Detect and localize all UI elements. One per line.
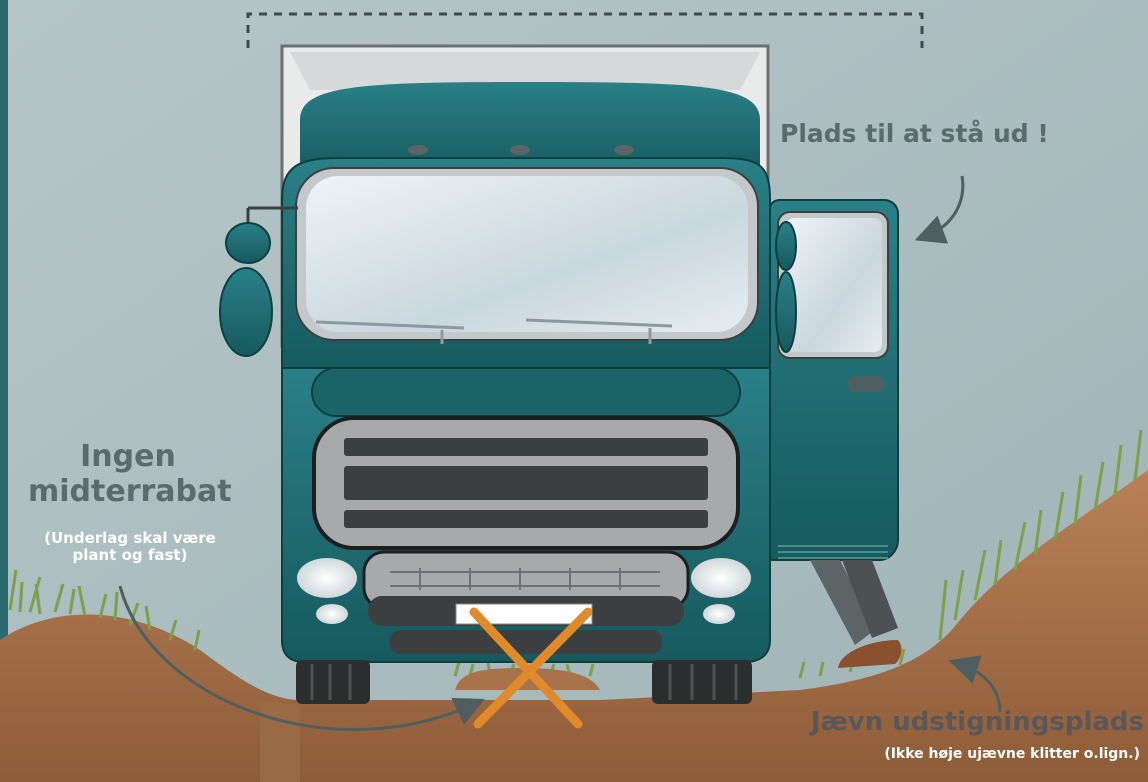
label-no-median-line1: Ingen bbox=[28, 440, 228, 475]
wheel-left bbox=[296, 660, 370, 704]
foglight-right bbox=[703, 604, 735, 624]
label-flat-exit-title: Jævn udstigningsplads bbox=[792, 708, 1144, 738]
label-no-median-line2: midterrabat bbox=[28, 475, 228, 510]
open-door bbox=[770, 200, 898, 560]
label-no-median-title: Ingen midterrabat bbox=[28, 440, 228, 509]
headlight-left bbox=[297, 558, 357, 598]
foglight-left bbox=[316, 604, 348, 624]
soil-shade bbox=[260, 700, 300, 782]
skid-plate bbox=[390, 630, 662, 654]
label-space-to-exit: Plads til at stå ud ! bbox=[780, 120, 1052, 149]
label-flat-exit-note: (Ikke høje ujævne klitter o.lign.) bbox=[818, 746, 1140, 762]
hood-ridge bbox=[312, 368, 740, 416]
grille-slot bbox=[344, 438, 708, 456]
windshield-glass bbox=[306, 176, 748, 332]
grille-slot bbox=[344, 466, 708, 500]
label-no-median-note-line1: (Underlag skal være bbox=[28, 530, 232, 547]
label-no-median-note-line2: plant og fast) bbox=[28, 547, 232, 564]
label-no-median-note: (Underlag skal være plant og fast) bbox=[28, 530, 232, 565]
headlight-right bbox=[691, 558, 751, 598]
grille-slot bbox=[344, 510, 708, 528]
